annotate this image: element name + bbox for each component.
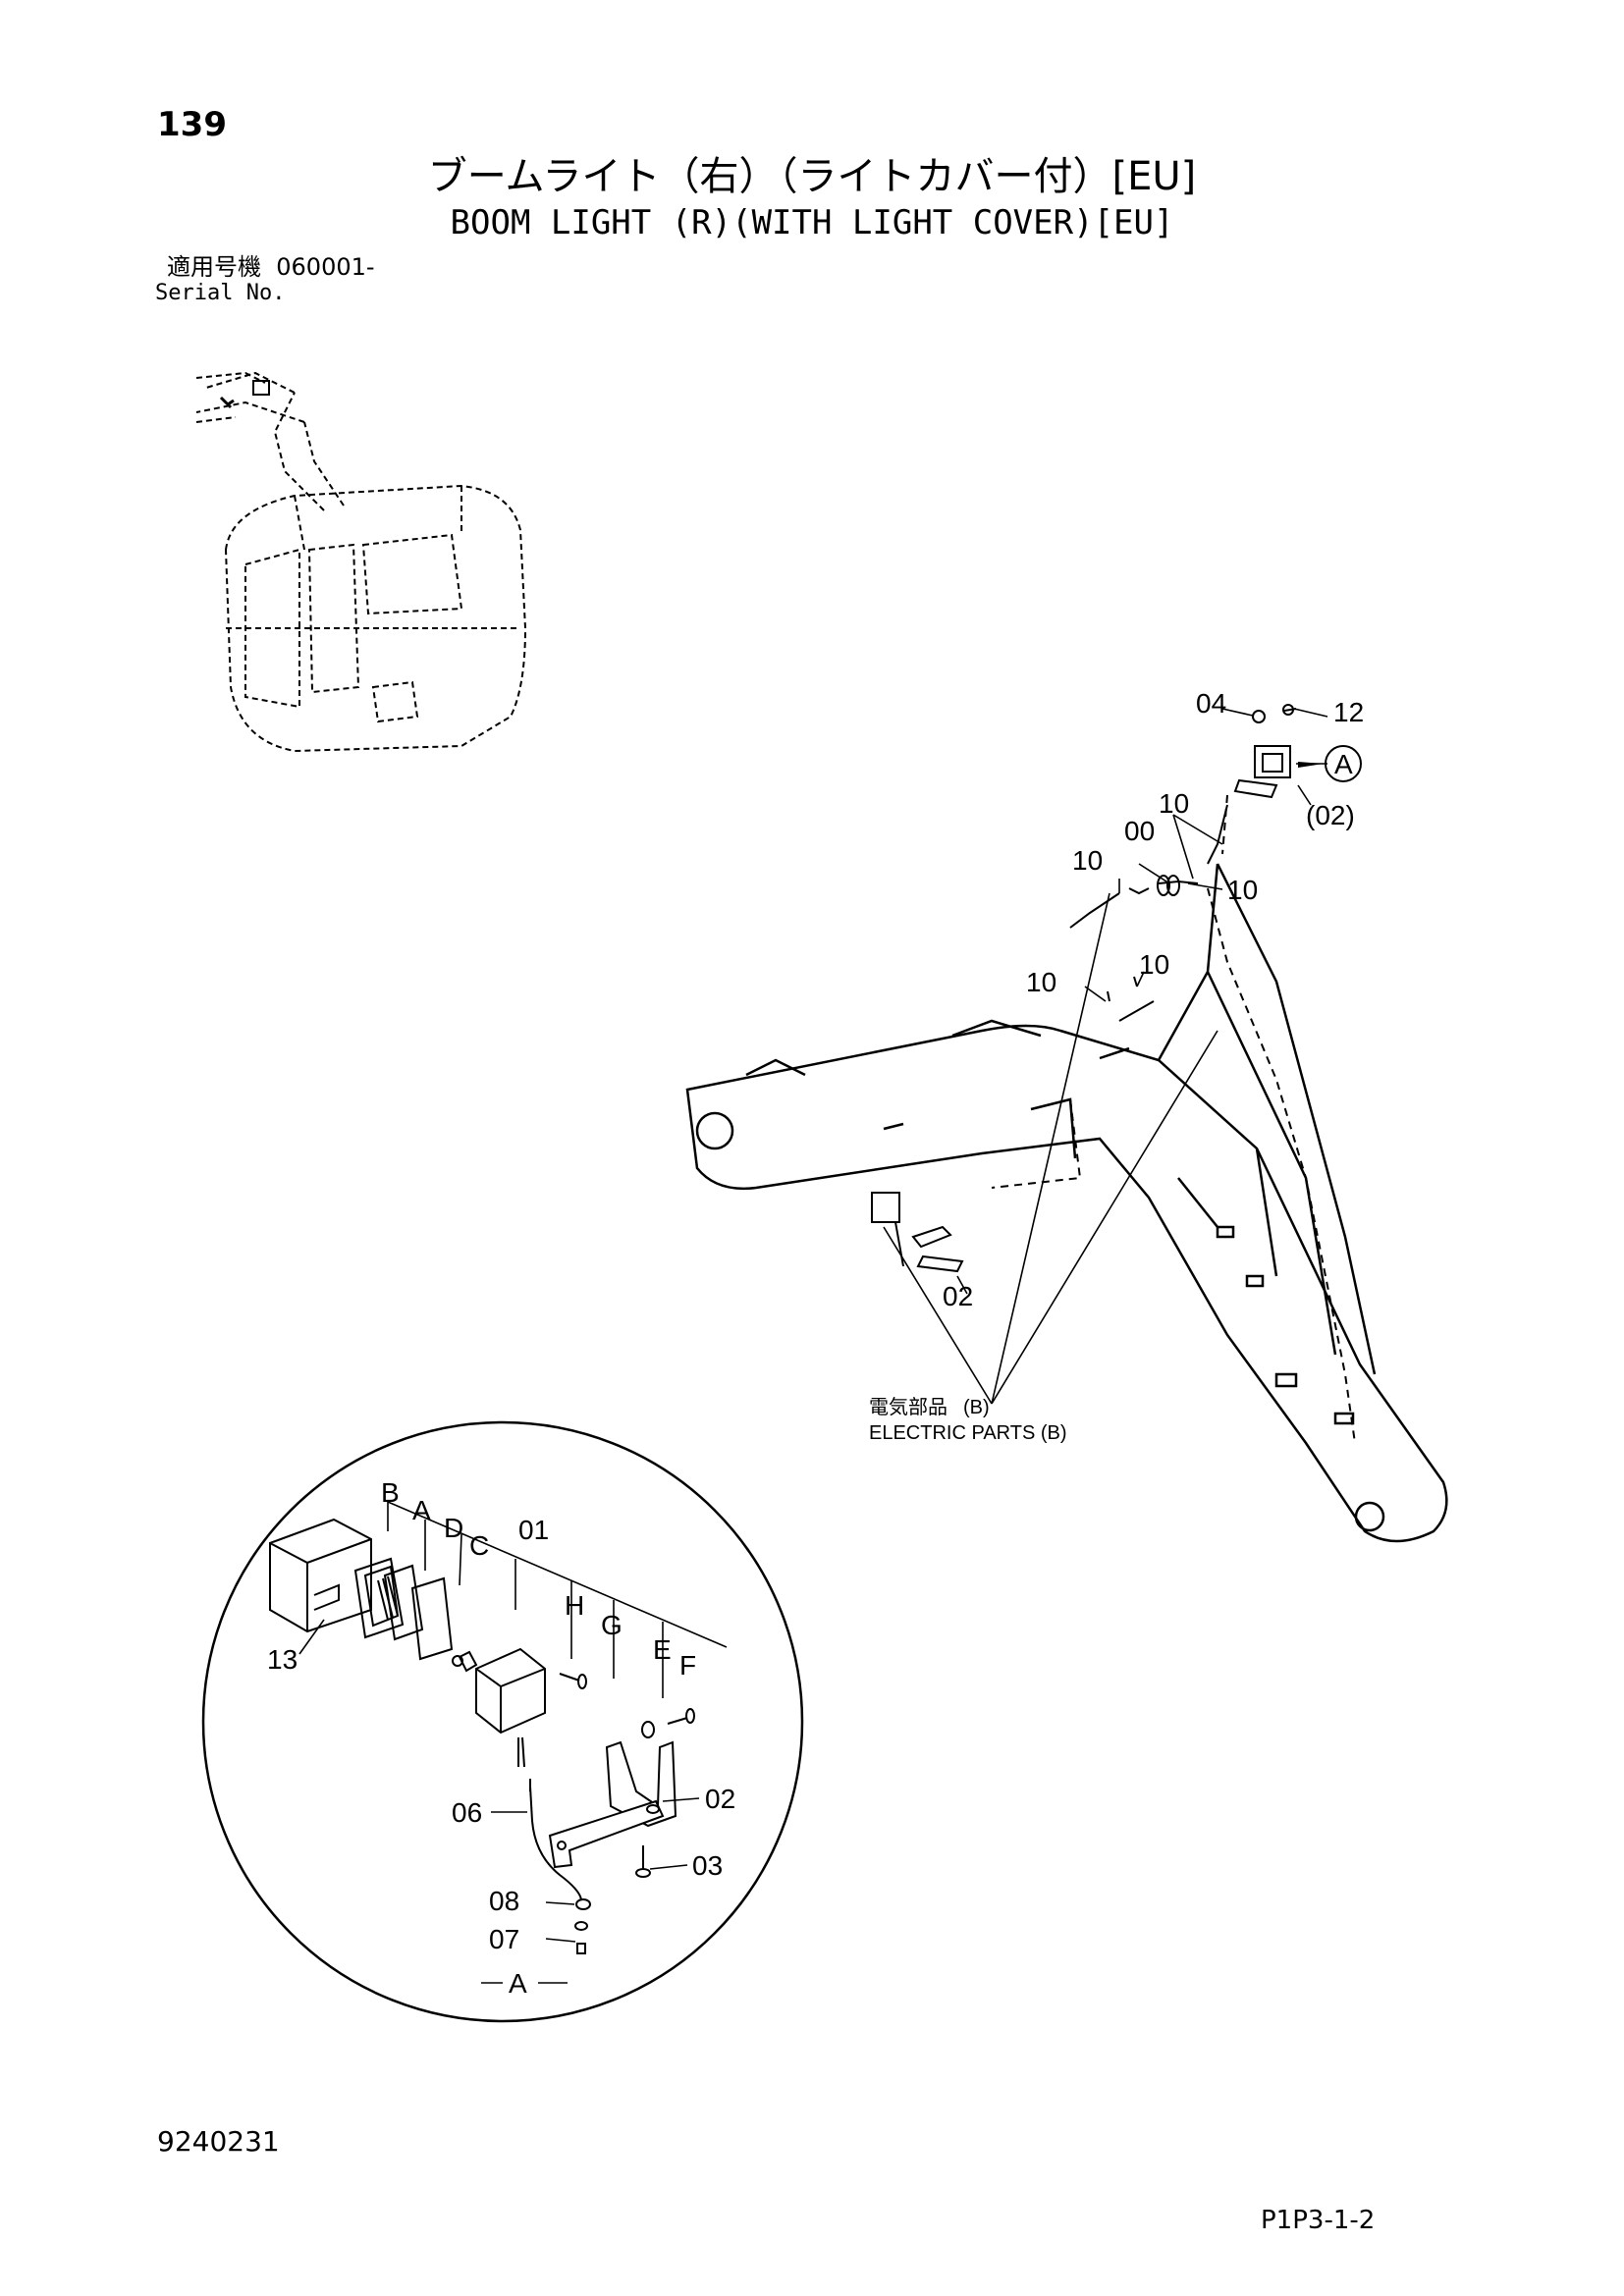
boom-arm-outline xyxy=(685,863,1448,1543)
electric-parts-en: ELECTRIC PARTS (B) xyxy=(869,1422,1067,1444)
lower-light-assembly xyxy=(871,1192,964,1273)
callout-10-e: 10 xyxy=(1139,949,1169,980)
callout-10-b: 10 xyxy=(1072,845,1103,876)
callout-02-paren: (02) xyxy=(1306,800,1355,830)
detail-label-13: 13 xyxy=(267,1644,298,1675)
callout-10-d: 10 xyxy=(1026,967,1056,997)
callout-10-a: 10 xyxy=(1159,788,1189,819)
document-id: 9240231 xyxy=(157,2125,280,2158)
detail-label-06: 06 xyxy=(452,1797,482,1828)
detail-label-f: F xyxy=(679,1650,696,1681)
bulb-c xyxy=(452,1650,478,1673)
detail-view: B A D C 01 H G E F 13 06 02 03 08 07 A xyxy=(201,1420,804,2023)
electric-parts-ref: (B) xyxy=(963,1397,990,1418)
harness-06 xyxy=(529,1779,591,1954)
callout-02-main: 02 xyxy=(943,1281,973,1311)
callout-00: 00 xyxy=(1124,816,1155,846)
detail-label-e: E xyxy=(653,1634,672,1665)
boom-wiring xyxy=(991,794,1356,1444)
detail-label-01: 01 xyxy=(518,1515,549,1545)
detail-label-03: 03 xyxy=(692,1850,723,1881)
detail-label-a-bottom: A xyxy=(509,1968,527,1999)
title-english: BOOM LIGHT (R)(WITH LIGHT COVER)[EU] xyxy=(450,203,1174,242)
detail-circle xyxy=(201,1420,804,2023)
detail-label-g: G xyxy=(601,1610,623,1640)
callout-04: 04 xyxy=(1196,688,1226,719)
serial-line: 適用号機 060001- xyxy=(167,255,375,279)
detail-label-08: 08 xyxy=(489,1886,519,1916)
serial-label-jp: 適用号機 xyxy=(167,253,261,281)
callout-a-letter: A xyxy=(1334,749,1353,779)
light-cover-13 xyxy=(269,1518,372,1633)
serial-value: 060001- xyxy=(276,253,375,281)
page-code: P1P3-1-2 xyxy=(1261,2206,1376,2235)
electric-parts-jp: 電気部品 (B) xyxy=(869,1396,990,1418)
bolt-h xyxy=(559,1673,587,1689)
upper-light-assembly xyxy=(1069,704,1297,1022)
page-number: 139 xyxy=(157,105,227,144)
detail-label-d: D xyxy=(444,1513,463,1543)
bolt-03 xyxy=(635,1845,651,1878)
callout-arrow-a xyxy=(1298,762,1324,768)
serial-label-en: Serial No. xyxy=(155,281,286,305)
electric-parts-jp-text: 電気部品 xyxy=(869,1396,947,1418)
callout-10-c: 10 xyxy=(1227,875,1258,905)
detail-label-b: B xyxy=(381,1477,400,1508)
locator-light-marker xyxy=(219,380,270,409)
detail-label-h: H xyxy=(565,1590,584,1621)
detail-label-07: 07 xyxy=(489,1924,519,1954)
detail-label-a-top: A xyxy=(412,1495,431,1525)
leader-lines xyxy=(883,708,1328,1405)
lens-set xyxy=(353,1557,454,1661)
title-japanese: ブームライト（右）（ライトカバー付）[EU] xyxy=(427,154,1197,199)
locator-machine-sketch xyxy=(195,371,527,753)
detail-label-c: C xyxy=(469,1530,489,1561)
bracket-02 xyxy=(548,1799,665,1869)
callout-12: 12 xyxy=(1333,697,1364,727)
washer-e-bolt-f xyxy=(641,1708,695,1738)
lamp-housing-01 xyxy=(475,1647,546,1768)
detail-label-02: 02 xyxy=(705,1784,735,1814)
callout-circle-a xyxy=(1325,745,1362,782)
